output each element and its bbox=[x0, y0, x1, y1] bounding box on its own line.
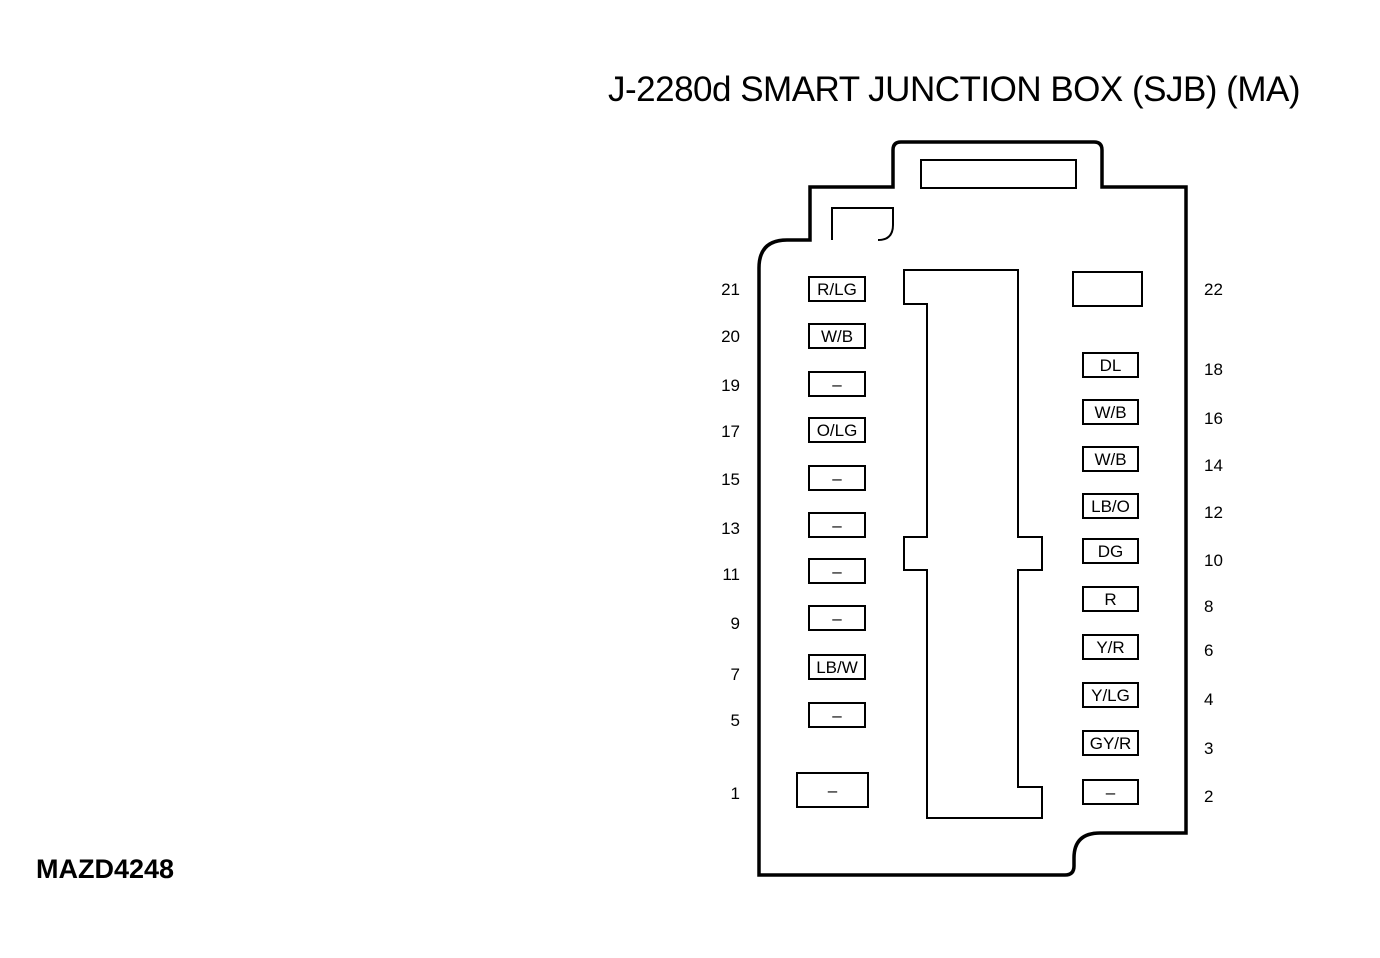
pin-13: – 13 bbox=[721, 512, 866, 538]
pin-cavity bbox=[808, 323, 866, 349]
pin-cavity bbox=[1082, 352, 1139, 378]
pin-3: GY/R 3 bbox=[1082, 730, 1213, 758]
pin-6: Y/R 6 bbox=[1082, 634, 1213, 660]
pin-number: 13 bbox=[721, 519, 740, 538]
wire-color-label: DL bbox=[1100, 356, 1122, 375]
pin-number: 20 bbox=[721, 327, 740, 346]
wire-color-label: – bbox=[832, 609, 842, 628]
pin-cavity bbox=[1082, 399, 1139, 425]
pin-1: –1 bbox=[731, 772, 869, 808]
pin-number: 11 bbox=[722, 565, 740, 584]
pin-number: 10 bbox=[1204, 551, 1223, 570]
wire-color-label: LB/W bbox=[816, 658, 858, 677]
pin-cavity bbox=[808, 512, 866, 538]
wire-color-label: W/B bbox=[821, 327, 853, 346]
pin-number: 21 bbox=[721, 280, 740, 299]
pin-cavity bbox=[1082, 634, 1139, 660]
figure-id: MAZD4248 bbox=[36, 854, 175, 884]
pin-cavity bbox=[808, 605, 866, 631]
wire-color-label: Y/R bbox=[1096, 638, 1124, 657]
pin-14: W/B 14 bbox=[1082, 446, 1223, 475]
wire-color-label: O/LG bbox=[817, 421, 858, 440]
wire-color-label: W/B bbox=[1094, 403, 1126, 422]
wire-color-label: R/LG bbox=[817, 280, 857, 299]
wire-color-label: W/B bbox=[1094, 450, 1126, 469]
pin-cavity bbox=[1082, 446, 1139, 472]
connector-housing bbox=[757, 140, 1188, 877]
pin-number: 22 bbox=[1204, 280, 1223, 299]
pin-number: 19 bbox=[721, 376, 740, 395]
pin-number: 12 bbox=[1204, 503, 1223, 522]
pin-cavity bbox=[1082, 493, 1139, 519]
pin-number: 5 bbox=[731, 711, 740, 730]
diagram-title: J-2280d SMART JUNCTION BOX (SJB) (MA) bbox=[608, 70, 1301, 109]
pin-22: 22 bbox=[1072, 271, 1223, 307]
pin-cavity bbox=[808, 702, 866, 728]
pin-cavity bbox=[796, 772, 869, 808]
pin-number: 14 bbox=[1204, 456, 1223, 475]
wire-color-label: – bbox=[832, 562, 842, 581]
pin-number: 2 bbox=[1204, 787, 1213, 806]
wire-color-label: R bbox=[1104, 590, 1116, 609]
pin-number: 15 bbox=[721, 470, 740, 489]
pin-15: – 15 bbox=[721, 465, 866, 491]
pin-10: DG 10 bbox=[1082, 538, 1223, 570]
pin-number: 17 bbox=[721, 422, 740, 441]
pin-7: LB/W 7 bbox=[731, 654, 866, 684]
wire-color-label: Y/LG bbox=[1091, 686, 1130, 705]
pin-cavity bbox=[1082, 682, 1139, 708]
wire-color-label: LB/O bbox=[1091, 497, 1130, 516]
pin-number: 9 bbox=[731, 614, 740, 633]
pin-cavity bbox=[808, 276, 866, 302]
pin-number: 4 bbox=[1204, 690, 1213, 709]
pin-9: –9 bbox=[731, 605, 866, 633]
wire-color-label: – bbox=[832, 375, 842, 394]
pin-5: –5 bbox=[731, 702, 866, 730]
pin-number: 18 bbox=[1204, 360, 1223, 379]
pin-17: O/LG 17 bbox=[721, 417, 866, 443]
pin-number: 1 bbox=[731, 784, 740, 803]
pin-number: 6 bbox=[1204, 641, 1213, 660]
pin-11: – 11 bbox=[722, 558, 866, 584]
wire-color-label: DG bbox=[1098, 542, 1124, 561]
pin-12: LB/O 12 bbox=[1082, 493, 1223, 522]
pin-19: – 19 bbox=[721, 371, 866, 397]
pin-cavity bbox=[808, 654, 866, 680]
wire-color-label: – bbox=[832, 469, 842, 488]
pin-20: W/B 20 bbox=[721, 323, 866, 349]
pin-18: DL 18 bbox=[1082, 352, 1223, 379]
pin-cavity bbox=[808, 417, 866, 443]
latch-inner bbox=[920, 159, 1077, 189]
pin-cavity bbox=[808, 371, 866, 397]
pin-cavity bbox=[1082, 779, 1139, 805]
pin-cavity bbox=[1082, 586, 1139, 612]
pin-16: W/B 16 bbox=[1082, 399, 1223, 428]
wire-color-label: – bbox=[1106, 783, 1116, 802]
pin-number: 16 bbox=[1204, 409, 1223, 428]
pin-21: R/LG 21 bbox=[721, 276, 866, 302]
wire-color-label: – bbox=[828, 781, 838, 800]
pin-2: –2 bbox=[1082, 779, 1213, 806]
wire-color-label: – bbox=[832, 516, 842, 535]
pin-cavity bbox=[1072, 271, 1143, 307]
pin-cavity bbox=[808, 558, 866, 584]
pin-number: 7 bbox=[731, 665, 740, 684]
pin-number: 8 bbox=[1204, 597, 1213, 616]
key-pocket bbox=[831, 207, 894, 241]
pin-number: 3 bbox=[1204, 739, 1213, 758]
pin-4: Y/LG 4 bbox=[1082, 682, 1213, 709]
center-divider bbox=[903, 269, 1043, 819]
pin-cavity bbox=[1082, 538, 1139, 564]
wire-color-label: GY/R bbox=[1090, 734, 1132, 753]
pin-cavity bbox=[808, 465, 866, 491]
pin-cavity bbox=[1082, 730, 1139, 756]
wire-color-label: – bbox=[832, 706, 842, 725]
